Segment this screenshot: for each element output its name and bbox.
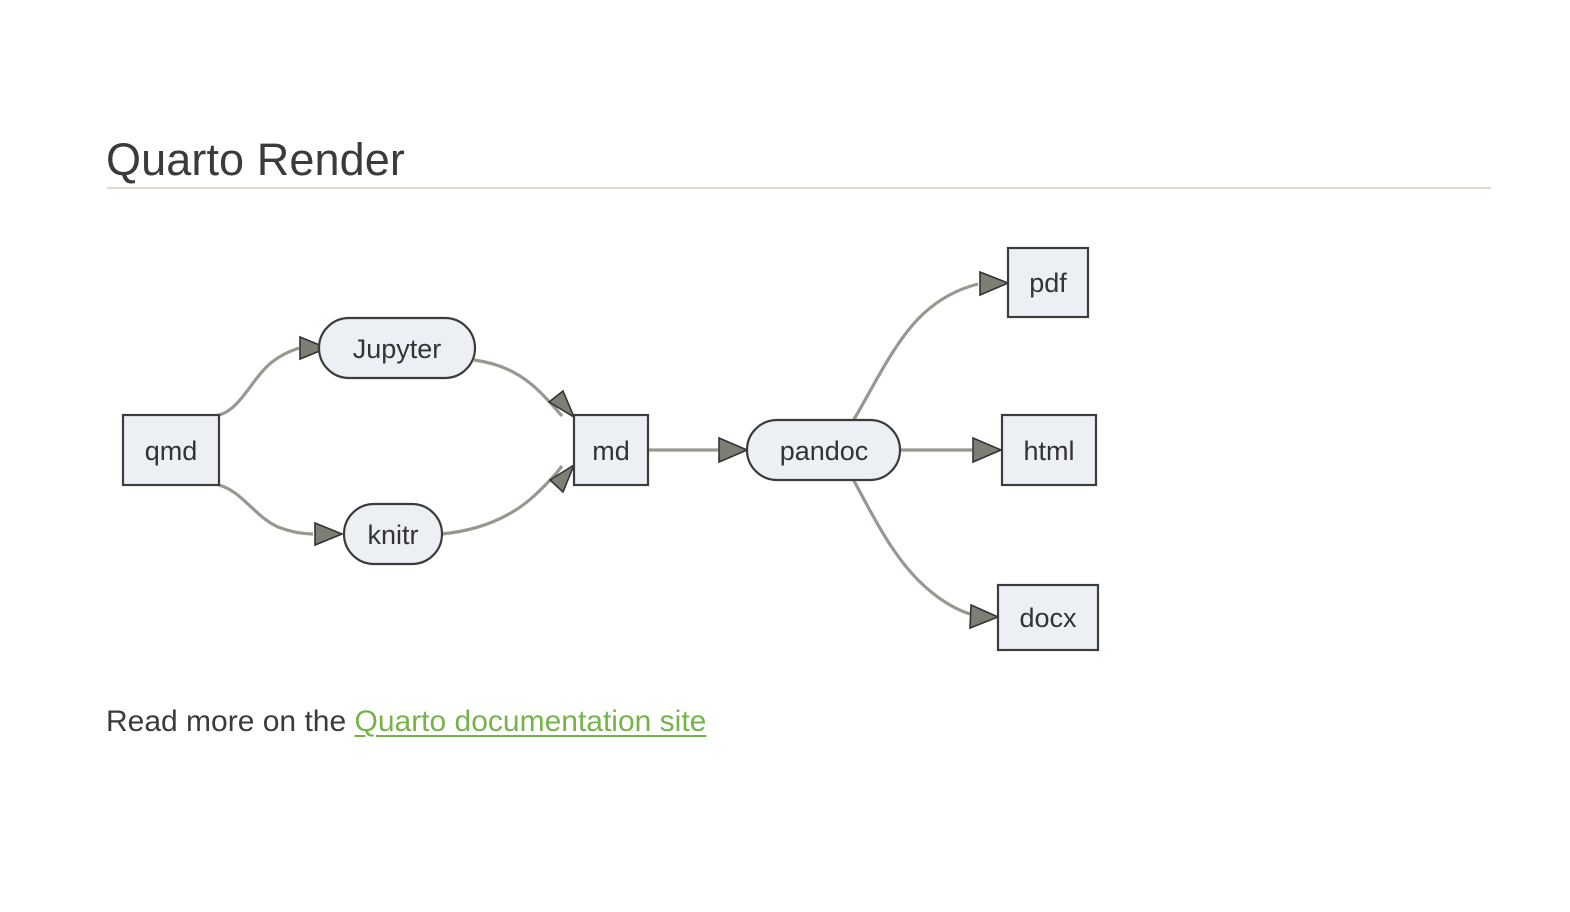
edge-qmd-to-knitr	[218, 483, 345, 547]
flow-node-pdf[interactable]: pdf	[1006, 246, 1090, 319]
flow-node-label-pandoc: pandoc	[780, 436, 869, 466]
flow-node-knitr[interactable]: knitr	[342, 502, 444, 566]
flow-node-label-jupyter: Jupyter	[353, 334, 442, 364]
flow-node-html[interactable]: html	[1000, 413, 1098, 487]
edge-pandoc-to-pdf	[851, 270, 1011, 422]
flow-node-md[interactable]: md	[572, 413, 650, 487]
flow-node-docx[interactable]: docx	[996, 583, 1100, 652]
edge-knitr-to-md	[441, 463, 576, 536]
flow-node-label-html: html	[1023, 436, 1074, 466]
quarto-documentation-link[interactable]: Quarto documentation site	[354, 705, 707, 738]
flowchart-nodes: qmd Jupyter knitr md	[121, 246, 1100, 652]
flow-node-label-qmd: qmd	[145, 436, 198, 466]
flow-node-label-pdf: pdf	[1029, 268, 1067, 298]
flow-node-jupyter[interactable]: Jupyter	[317, 316, 477, 380]
quarto-render-flowchart: qmd Jupyter knitr md	[0, 218, 1570, 658]
flowchart-edges	[218, 270, 1011, 630]
title-divider	[107, 187, 1491, 189]
edge-jupyter-to-md	[473, 358, 576, 419]
page-title: Quarto Render	[106, 134, 405, 186]
edge-md-to-pandoc	[648, 436, 750, 464]
edge-qmd-to-jupyter	[218, 335, 330, 417]
flow-node-label-md: md	[592, 436, 630, 466]
edge-pandoc-to-docx	[851, 478, 1001, 630]
edge-pandoc-to-html	[900, 436, 1004, 464]
flowchart-svg: qmd Jupyter knitr md	[121, 246, 1100, 652]
read-more-paragraph: Read more on the Quarto documentation si…	[106, 702, 706, 743]
read-more-lead-text: Read more on the	[106, 705, 355, 738]
flow-node-qmd[interactable]: qmd	[121, 413, 221, 487]
flow-node-label-docx: docx	[1019, 603, 1077, 633]
flow-node-label-knitr: knitr	[367, 520, 418, 550]
flow-node-pandoc[interactable]: pandoc	[745, 418, 902, 482]
